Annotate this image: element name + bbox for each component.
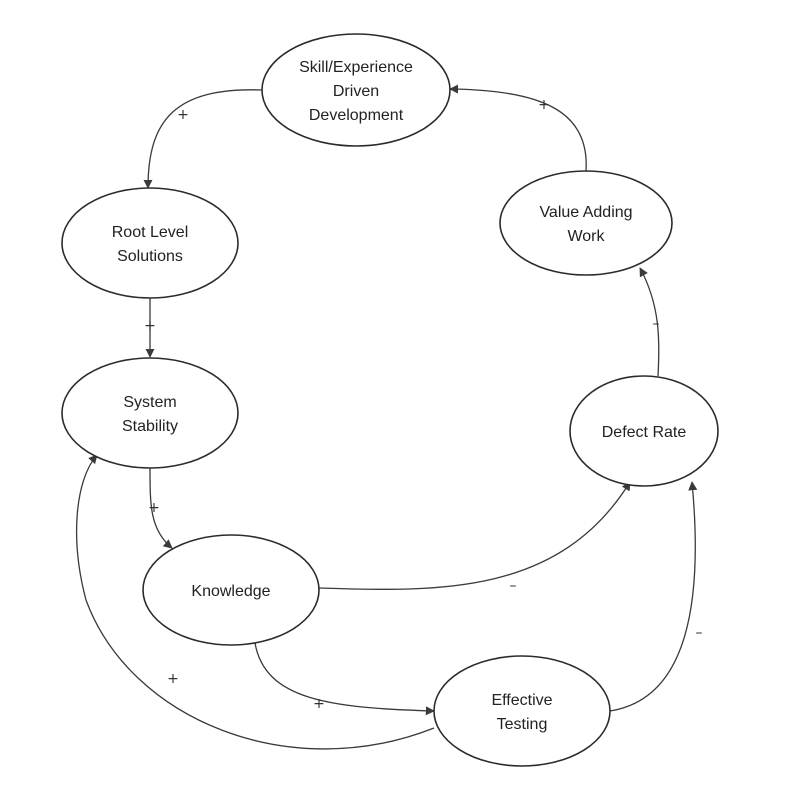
edge-polarity-label: – (653, 316, 660, 332)
node-ellipse (569, 375, 719, 487)
node-label-line: Development (309, 107, 404, 124)
edge-skill-to-root: + (143, 89, 263, 189)
edge-arrow (149, 467, 173, 549)
edge-polarity-label: + (167, 671, 179, 687)
node-defect: Defect Rate (569, 375, 719, 487)
edge-polarity-label: – (510, 578, 517, 594)
edge-stability-to-knowledge: + (148, 467, 173, 549)
node-ellipse (142, 534, 320, 646)
edge-knowledge-to-testing: + (254, 642, 435, 716)
edge-arrow (609, 481, 698, 712)
edge-defect-to-value: – (639, 267, 660, 377)
node-ellipse (61, 357, 239, 469)
edge-testing-to-defect: – (609, 481, 703, 712)
edge-arrow (639, 267, 660, 377)
edge-arrow (143, 89, 263, 189)
node-label-line: Testing (497, 716, 548, 733)
edges-layer: + + + + + – – – + (75, 84, 703, 750)
node-label-line: Knowledge (191, 583, 270, 600)
node-ellipse (261, 33, 451, 147)
node-ellipse (61, 187, 239, 299)
node-label-line: Solutions (117, 248, 183, 265)
node-label-line: Skill/Experience (299, 59, 413, 76)
edge-polarity-label: – (696, 625, 703, 641)
node-label-line: Effective (491, 692, 552, 709)
edge-root-to-stability: + (144, 298, 156, 358)
edge-polarity-label: + (313, 696, 325, 712)
node-knowledge: Knowledge (142, 534, 320, 646)
node-label-line: Stability (122, 418, 178, 435)
node-ellipse (499, 170, 673, 276)
node-ellipse (433, 655, 611, 767)
edge-arrow (449, 84, 587, 172)
edge-arrow (318, 481, 631, 591)
edge-polarity-label: + (538, 97, 550, 113)
edge-polarity-label: + (177, 107, 189, 123)
node-label-line: Defect Rate (602, 424, 687, 441)
node-label-line: Driven (333, 83, 379, 100)
edge-arrow (75, 454, 435, 750)
edge-knowledge-to-defect: – (318, 481, 631, 594)
node-label-line: Work (567, 228, 605, 245)
edge-value-to-skill: + (449, 84, 587, 172)
edge-arrow (254, 642, 435, 716)
edge-testing-to-stability: + (75, 454, 435, 750)
edge-polarity-label: + (144, 318, 156, 334)
node-label-line: Value Adding (539, 204, 632, 221)
node-label-line: System (123, 394, 176, 411)
node-label-line: Root Level (112, 224, 189, 241)
edge-polarity-label: + (148, 500, 160, 516)
